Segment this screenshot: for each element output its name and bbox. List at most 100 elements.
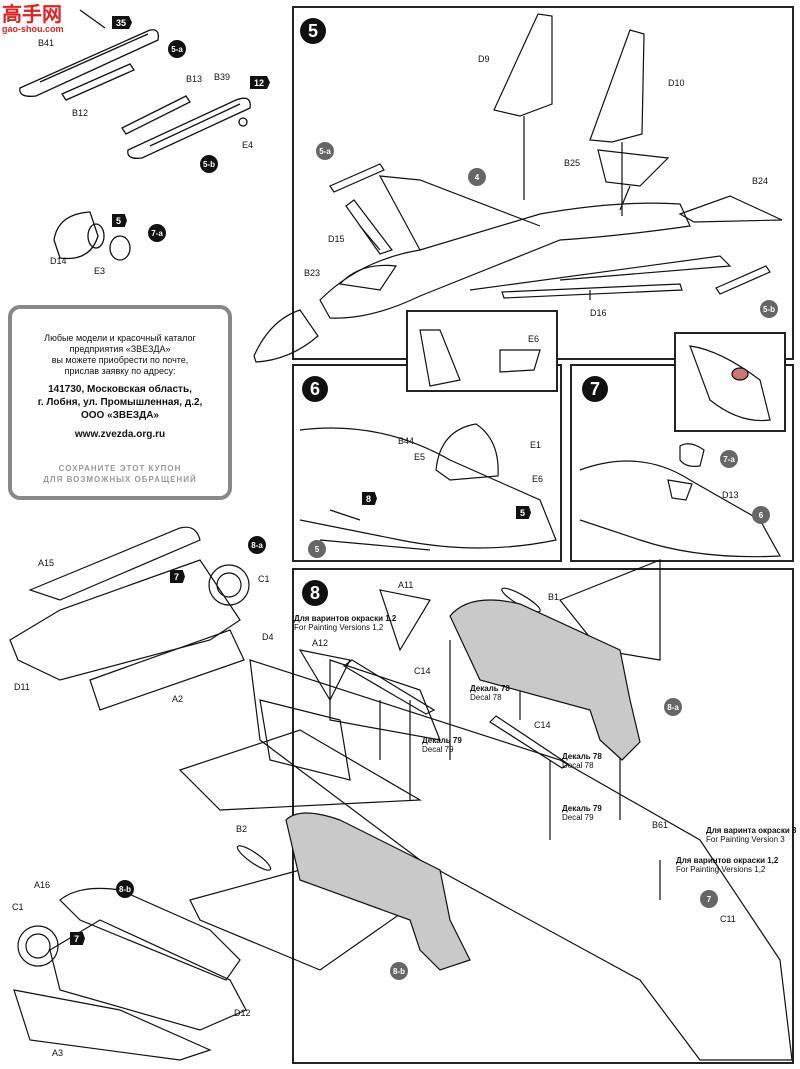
step-6-number: 6 — [302, 376, 328, 402]
note-versions-12-b: Для варинтов окраски 1,2 For Painting Ve… — [676, 856, 778, 874]
step-7-number: 7 — [582, 376, 608, 402]
part-label-c14: C14 — [414, 666, 431, 676]
ref-arrow-8: 8 — [362, 492, 378, 505]
part-label-c14-b: C14 — [534, 720, 551, 730]
part-label-b25: B25 — [564, 158, 581, 168]
note-decal-78-b: Декаль 78 Decal 78 — [562, 752, 602, 770]
part-label-b12: B12 — [72, 108, 89, 118]
step-5-panel — [292, 6, 794, 360]
part-label-d14: D14 — [50, 256, 67, 266]
coupon-line-1: Любые модели и красочный каталог — [44, 333, 196, 343]
part-label-d9: D9 — [478, 54, 490, 64]
note-decal-79-b: Декаль 79 Decal 79 — [562, 804, 602, 822]
part-label-b39: B39 — [214, 72, 231, 82]
note-versions-12-ru: Для варинтов окраски 1,2 — [294, 614, 397, 623]
coupon-website: www.zvezda.org.ru — [74, 429, 166, 440]
ref-arrow-7-b: 7 — [70, 932, 86, 945]
subassembly-5b: 5-b — [200, 155, 218, 173]
subassembly-8b: 8-b — [116, 880, 134, 898]
note-versions-12: Для варинтов окраски 1,2 For Painting Ve… — [294, 614, 396, 632]
part-label-a12: A12 — [312, 638, 329, 648]
coupon-footer-2: ДЛЯ ВОЗМОЖНЫХ ОБРАЩЕНИЙ — [43, 475, 197, 484]
assembly-ref-6: 6 — [752, 506, 770, 524]
note-decal-79-en: Decal 79 — [422, 745, 454, 754]
coupon-footer-1: СОХРАНИТЕ ЭТОТ КУПОН — [58, 464, 182, 473]
part-label-b23: B23 — [304, 268, 321, 278]
subassembly-8a: 8-a — [248, 536, 266, 554]
part-label-d13: D13 — [722, 490, 739, 500]
ref-arrow-12: 12 — [250, 76, 271, 89]
site-logo: 高手网 gao-shou.com — [2, 4, 64, 34]
part-label-d16: D16 — [590, 308, 607, 318]
ref-arrow-5-step6: 5 — [516, 506, 532, 519]
part-label-c1-b: C1 — [12, 902, 24, 912]
part-label-a16: A16 — [34, 880, 51, 890]
part-label-b2: B2 — [236, 824, 248, 834]
step-5-number: 5 — [300, 18, 326, 44]
note-decal-79-b-ru: Декаль 79 — [562, 804, 602, 813]
part-label-c1: C1 — [258, 574, 270, 584]
assembly-ref-4: 4 — [468, 168, 486, 186]
ref-arrow-35: 35 — [112, 16, 133, 29]
note-version-3-ru: Для варинта окраски 3 — [706, 826, 797, 835]
part-label-e6: E6 — [532, 474, 544, 484]
coupon-address-1: 141730, Московская область, — [48, 384, 192, 395]
subassembly-5b-ref: 5-b — [760, 300, 778, 318]
part-label-d10: D10 — [668, 78, 685, 88]
subassembly-7a: 7-a — [148, 224, 166, 242]
note-decal-79-ru: Декаль 79 — [422, 736, 462, 745]
coupon-line-2: предприятия «ЗВЕЗДА» — [69, 344, 171, 354]
part-label-a15: A15 — [38, 558, 55, 568]
note-version-3: Для варинта окраски 3 For Painting Versi… — [706, 826, 796, 844]
part-label-e1: E1 — [530, 440, 542, 450]
step-8-number: 8 — [302, 580, 328, 606]
mail-order-coupon: Любые модели и красочный каталог предпри… — [8, 305, 232, 500]
part-label-a3: A3 — [52, 1048, 64, 1058]
step-8-panel — [292, 568, 794, 1064]
note-decal-78-ru: Декаль 78 — [470, 684, 510, 693]
part-label-c11: C11 — [720, 914, 736, 924]
note-decal-78: Декаль 78 Decal 78 — [470, 684, 510, 702]
subassembly-8b-ref: 8-b — [390, 962, 408, 980]
part-label-d15: D15 — [328, 234, 345, 244]
subassembly-7a-ref: 7-a — [720, 450, 738, 468]
part-label-b41: B41 — [38, 38, 55, 48]
coupon-line-4: прислав заявку по адресу: — [64, 366, 176, 376]
part-label-d11: D11 — [14, 682, 30, 692]
part-label-b44: B44 — [398, 436, 415, 446]
coupon-address-3: ООО «ЗВЕЗДА» — [80, 410, 159, 421]
subassembly-5a: 5-a — [168, 40, 186, 58]
note-decal-79: Декаль 79 Decal 79 — [422, 736, 462, 754]
part-label-b24: B24 — [752, 176, 769, 186]
ref-arrow-7-a: 7 — [170, 570, 186, 583]
logo-text: 高手网 — [2, 2, 62, 26]
part-label-a2: A2 — [172, 694, 184, 704]
subassembly-5a-ref: 5-a — [316, 142, 334, 160]
part-label-e6-inset: E6 — [528, 334, 540, 344]
assembly-ref-5: 5 — [308, 540, 326, 558]
part-label-d12: D12 — [234, 1008, 251, 1018]
note-decal-78-b-en: Decal 78 — [562, 761, 594, 770]
step-7-detail-inset — [674, 332, 786, 432]
coupon-line-3: вы можете приобрести по почте, — [51, 355, 189, 365]
part-label-b1: B1 — [548, 592, 560, 602]
note-versions-12-b-en: For Painting Versions 1,2 — [676, 865, 766, 874]
note-versions-12-b-ru: Для варинтов окраски 1,2 — [676, 856, 779, 865]
note-decal-78-en: Decal 78 — [470, 693, 502, 702]
step-6-panel — [292, 364, 562, 562]
part-label-e4: E4 — [242, 140, 254, 150]
logo-url: gao-shou.com — [2, 24, 64, 34]
note-versions-12-en: For Painting Versions 1,2 — [294, 623, 384, 632]
coupon-address-2: г. Лобня, ул. Промышленная, д.2, — [37, 397, 203, 408]
part-label-a11: A11 — [398, 580, 414, 590]
part-label-b61: B61 — [652, 820, 669, 830]
note-version-3-en: For Painting Version 3 — [706, 835, 785, 844]
subassembly-8a-ref: 8-a — [664, 698, 682, 716]
